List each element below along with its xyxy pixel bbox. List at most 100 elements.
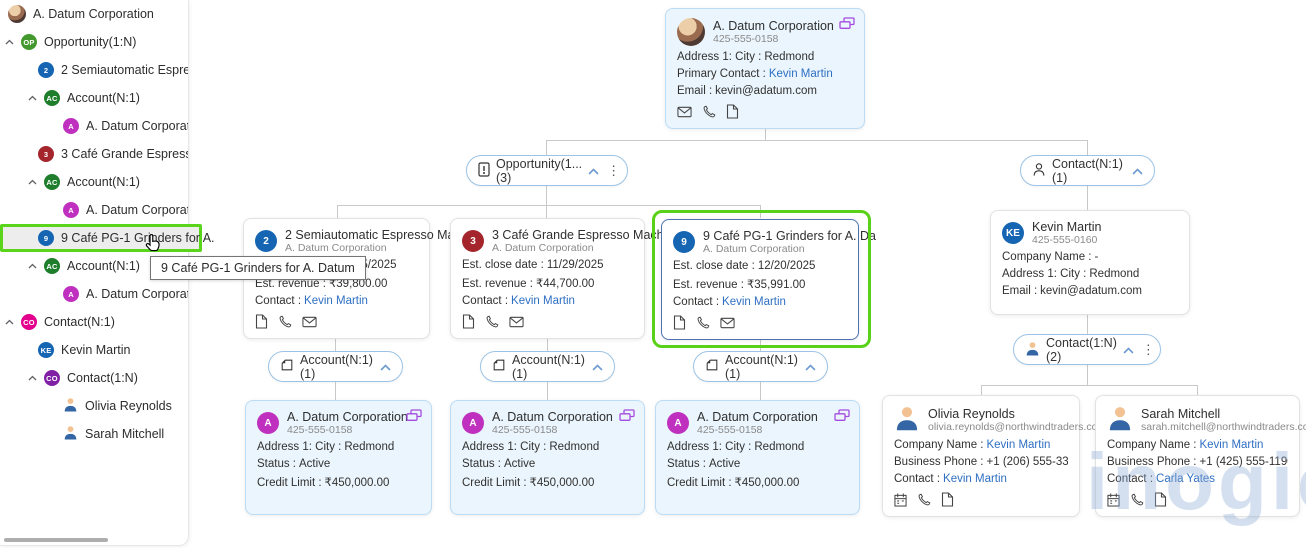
field-label: Est. close date : — [673, 260, 755, 272]
file-icon[interactable] — [726, 104, 739, 119]
file-icon[interactable] — [1154, 492, 1167, 507]
contact-1n-group-pill[interactable]: Contact(1:N) (2) ⋮ — [1013, 334, 1161, 365]
calendar-icon[interactable] — [894, 493, 907, 507]
contact-card-kevin[interactable]: KE Kevin Martin 425-555-0160 Company Nam… — [990, 210, 1190, 315]
chevron-up-icon[interactable] — [588, 164, 599, 178]
horizontal-scrollbar-thumb[interactable] — [4, 538, 108, 542]
phone-icon[interactable] — [702, 105, 716, 119]
email-icon[interactable] — [509, 316, 524, 328]
tree-item-contact-olivia[interactable]: Olivia Reynolds — [0, 392, 188, 420]
chevron-collapse-icon[interactable] — [28, 95, 37, 101]
tree-item-account[interactable]: A A. Datum Corporation — [0, 280, 188, 308]
tree-item-contact-kevin[interactable]: KE Kevin Martin — [0, 336, 188, 364]
chevron-up-icon[interactable] — [1123, 343, 1134, 357]
chevron-collapse-icon[interactable] — [5, 39, 14, 45]
file-icon[interactable] — [673, 315, 686, 330]
chevron-up-icon[interactable] — [592, 360, 603, 374]
tree-item-account-group[interactable]: AC Account(N:1) — [0, 84, 188, 112]
chevron-collapse-icon[interactable] — [28, 179, 37, 185]
account-card-2[interactable]: A A. Datum Corporation 425-555-0158 Addr… — [450, 400, 645, 515]
opportunity-group-pill[interactable]: Opportunity(1... (3) ⋮ — [466, 155, 628, 186]
account-card-root[interactable]: A. Datum Corporation 425-555-0158 Addres… — [665, 8, 865, 129]
tree-item-account-group[interactable]: AC Account(N:1) — [0, 252, 188, 280]
chevron-collapse-icon[interactable] — [28, 375, 37, 381]
account-n1-group-pill[interactable]: Account(N:1) (1) — [693, 351, 828, 382]
chevron-up-icon[interactable] — [805, 360, 816, 374]
tree-item-account-group[interactable]: AC Account(N:1) — [0, 168, 188, 196]
connector — [337, 205, 760, 206]
chevron-collapse-icon[interactable] — [5, 319, 14, 325]
phone-icon[interactable] — [278, 315, 292, 329]
phone-icon[interactable] — [1130, 493, 1144, 507]
company-link[interactable]: Kevin Martin — [1199, 439, 1264, 451]
open-record-icon[interactable] — [406, 409, 422, 425]
tree-item-contact-sarah[interactable]: Sarah Mitchell — [0, 420, 188, 448]
tree-item-opportunity-3[interactable]: 3 3 Café Grande Espresso Ma — [0, 140, 188, 168]
chevron-up-icon[interactable] — [380, 360, 391, 374]
connector — [546, 140, 1087, 141]
entity-badge: 3 — [462, 230, 484, 252]
connector — [547, 381, 548, 400]
tree-item-contact-group[interactable]: CO Contact(1:N) — [0, 364, 188, 392]
connector — [981, 385, 1197, 386]
field-label: Contact : — [462, 295, 509, 307]
file-icon[interactable] — [255, 314, 268, 329]
card-title: A. Datum Corporation — [287, 410, 408, 424]
file-icon[interactable] — [941, 492, 954, 507]
contact-n1-group-pill[interactable]: Contact(N:1) (1) — [1020, 155, 1155, 186]
contact-link[interactable]: Kevin Martin — [943, 473, 1007, 485]
company-link[interactable]: Kevin Martin — [986, 439, 1051, 451]
open-record-icon[interactable] — [834, 409, 850, 425]
more-options-icon[interactable]: ⋮ — [607, 162, 621, 178]
more-options-icon[interactable]: ⋮ — [1141, 341, 1155, 357]
person-avatar-icon — [63, 397, 78, 415]
tree-item-opportunity-2[interactable]: 2 2 Semiautomatic Espresso M — [0, 56, 188, 84]
account-card-1[interactable]: A A. Datum Corporation 425-555-0158 Addr… — [245, 400, 432, 515]
pill-label: Account(N:1) (1) — [725, 352, 798, 381]
card-title: A. Datum Corporation — [492, 410, 613, 424]
contact-card-olivia[interactable]: Olivia Reynolds olivia.reynolds@northwin… — [882, 395, 1106, 517]
contact-card-sarah[interactable]: Sarah Mitchell sarah.mitchell@northwindt… — [1095, 395, 1306, 517]
tree-item-account[interactable]: A A. Datum Corporation — [0, 112, 188, 140]
contact-link[interactable]: Kevin Martin — [722, 296, 786, 308]
field-label: Company Name : — [894, 439, 984, 451]
card-subtitle: 425-555-0158 — [713, 33, 779, 45]
field-value: Active — [709, 458, 741, 470]
connector — [337, 205, 338, 218]
account-card-3[interactable]: A A. Datum Corporation 425-555-0158 Addr… — [655, 400, 860, 515]
email-icon[interactable] — [302, 316, 317, 328]
opportunity-card-3[interactable]: 3 3 Café Grande Espresso Machi A. Datum … — [450, 218, 666, 339]
phone-icon[interactable] — [485, 315, 499, 329]
field-label: Contact : — [1107, 473, 1154, 485]
tree-item-contact-group[interactable]: CO Contact(N:1) — [0, 308, 188, 336]
tree-item-opportunity-9-selected[interactable]: 9 9 Café PG-1 Grinders for A. — [0, 224, 215, 252]
contact-link[interactable]: Kevin Martin — [304, 295, 368, 307]
calendar-icon[interactable] — [1107, 493, 1120, 507]
contact-link[interactable]: Kevin Martin — [511, 295, 575, 307]
tree-item-root-account[interactable]: A. Datum Corporation — [0, 0, 188, 28]
chevron-collapse-icon[interactable] — [28, 263, 37, 269]
field-label: Est. close date : — [462, 259, 544, 271]
tree-item-opportunity-group[interactable]: OP Opportunity(1:N) — [0, 28, 188, 56]
open-record-icon[interactable] — [619, 409, 635, 425]
contact-link[interactable]: Carla Yates — [1156, 473, 1216, 485]
tree-item-label: Contact(1:N) — [67, 371, 138, 385]
account-n1-group-pill[interactable]: Account(N:1) (1) — [480, 351, 615, 382]
open-record-icon[interactable] — [839, 17, 855, 33]
field-label: Status : — [667, 458, 706, 470]
phone-icon[interactable] — [696, 316, 710, 330]
file-icon[interactable] — [462, 314, 475, 329]
email-icon[interactable] — [720, 317, 735, 329]
connector — [1087, 140, 1088, 155]
entity-badge: A — [462, 412, 484, 434]
chevron-up-icon[interactable] — [1132, 164, 1143, 178]
phone-icon[interactable] — [917, 493, 931, 507]
account-n1-group-pill[interactable]: Account(N:1) (1) — [268, 351, 403, 382]
person-avatar-icon — [1107, 405, 1133, 434]
opportunity-card-9-selected[interactable]: 9 9 Café PG-1 Grinders for A. Da A. Datu… — [661, 219, 876, 340]
connector — [546, 140, 547, 155]
primary-contact-link[interactable]: Kevin Martin — [768, 68, 833, 80]
tree-item-account[interactable]: A A. Datum Corporation — [0, 196, 188, 224]
card-title: A. Datum Corporation — [713, 19, 834, 33]
email-icon[interactable] — [677, 106, 692, 118]
